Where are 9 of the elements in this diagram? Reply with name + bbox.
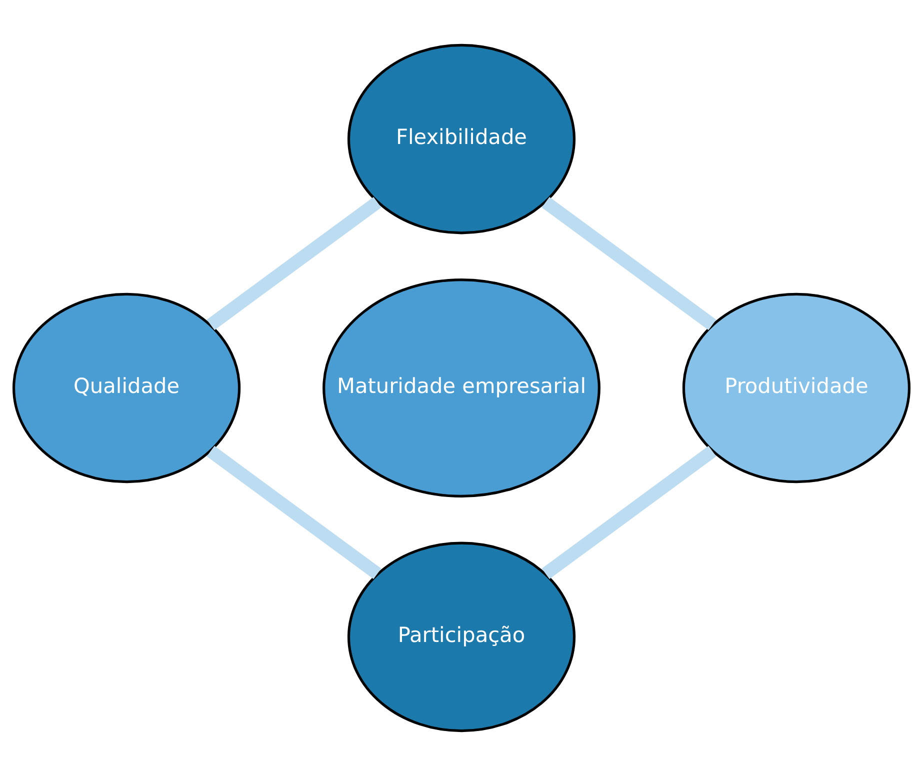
node-ellipse: Maturidade empresarial (322, 278, 600, 497)
connector (206, 445, 382, 579)
connector (542, 445, 716, 579)
connector (542, 196, 716, 330)
node-ellipse: Flexibilidade (347, 43, 576, 234)
connector (206, 196, 382, 330)
node-ellipse: Qualidade (12, 292, 241, 483)
node-ellipse: Participação (347, 541, 576, 732)
node-ellipse: Produtividade (682, 292, 911, 483)
